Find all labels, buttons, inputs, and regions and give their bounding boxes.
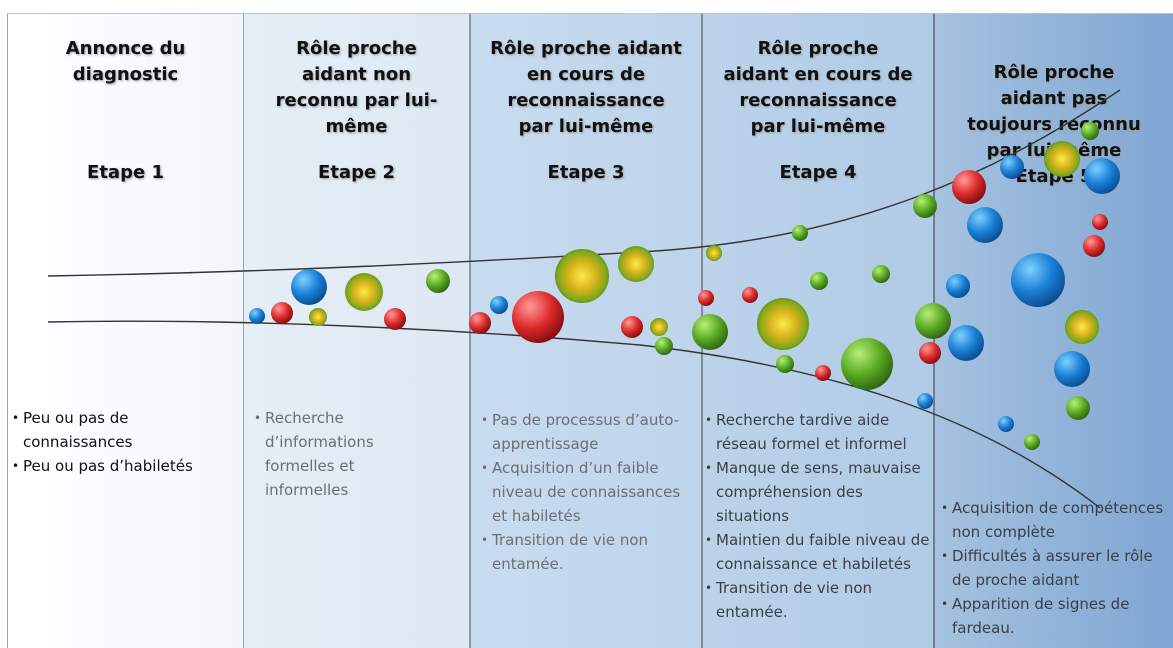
bubble: [621, 316, 643, 338]
bullet-item: Manque de sens, mauvaise compréhension d…: [705, 456, 933, 528]
column-step-label: Etape 4: [779, 162, 857, 183]
bubble: [792, 225, 808, 241]
column-title: Rôle proche aidant en cours de reconnais…: [490, 38, 682, 137]
column-title: Annonce du diagnostic: [65, 38, 186, 85]
bullet-item: Peu ou pas d’habiletés: [12, 454, 240, 478]
column-title: Rôle proche aidant en cours de reconnais…: [723, 38, 913, 137]
column-title: Rôle proche aidant non reconnu par lui- …: [275, 38, 438, 137]
bubble: [1024, 434, 1040, 450]
bubble: [291, 269, 327, 305]
bubble: [249, 308, 265, 324]
column-bullets: Acquisition de compétences non complète …: [941, 496, 1169, 640]
bubble: [650, 318, 668, 336]
column-bullets: Recherche d’informations formelles et in…: [254, 406, 404, 502]
bubble: [655, 337, 673, 355]
top-border: [7, 13, 1173, 14]
bubble: [948, 325, 984, 361]
column-step-label: Etape 3: [547, 162, 625, 183]
column-etape-4: Rôle proche aidant en cours de reconnais…: [703, 14, 935, 648]
bullet-item: Peu ou pas de connaissances: [12, 406, 240, 454]
bubble: [1081, 122, 1099, 140]
bubble: [815, 365, 831, 381]
bubble: [490, 296, 508, 314]
bullet-item: Transition de vie non entamée.: [705, 576, 933, 624]
bubble: [698, 290, 714, 306]
bubble: [1054, 351, 1090, 387]
bubble: [469, 312, 491, 334]
bubble: [917, 393, 933, 409]
bubble: [345, 273, 383, 311]
bubble: [872, 265, 890, 283]
bullet-item: Apparition de signes de fardeau.: [941, 592, 1169, 640]
bubble: [1000, 155, 1024, 179]
bubble: [512, 291, 564, 343]
bubble: [271, 302, 293, 324]
bubble: [309, 308, 327, 326]
bubble: [913, 194, 937, 218]
column-bullets: Recherche tardive aide réseau formel et …: [705, 408, 933, 624]
bubble: [1066, 396, 1090, 420]
bubble: [384, 308, 406, 330]
bullet-item: Acquisition de compétences non complète: [941, 496, 1169, 544]
bullet-item: Transition de vie non entamée.: [481, 528, 681, 576]
bubble: [915, 303, 951, 339]
bullet-item: Maintien du faible niveau de connaissanc…: [705, 528, 933, 576]
column-etape-2: Rôle proche aidant non reconnu par lui- …: [244, 14, 471, 648]
bullet-item: Difficultés à assurer le rôle de proche …: [941, 544, 1169, 592]
column-step-label: Etape 1: [87, 162, 164, 183]
bubble: [967, 207, 1003, 243]
bubble: [706, 245, 722, 261]
bubble: [1092, 214, 1108, 230]
bubble: [946, 274, 970, 298]
bubble: [952, 170, 986, 204]
bubble: [841, 338, 893, 390]
bullet-item: Acquisition d’un faible niveau de connai…: [481, 456, 681, 528]
bubble: [742, 287, 758, 303]
bubble: [1011, 253, 1065, 307]
bubble: [1044, 141, 1080, 177]
bubble: [1083, 235, 1105, 257]
bullet-item: Recherche d’informations formelles et in…: [254, 406, 404, 502]
bubbles: [249, 122, 1120, 450]
bullet-item: Pas de processus d’auto-apprentissage: [481, 408, 681, 456]
funnel-lower-curve: [47, 320, 1101, 509]
bubble: [810, 272, 828, 290]
column-bullets: Peu ou pas de connaissances Peu ou pas d…: [12, 406, 240, 478]
bubble: [692, 314, 728, 350]
column-bullets: Pas de processus d’auto-apprentissage Ac…: [481, 408, 681, 576]
bubble: [1084, 158, 1120, 194]
bubble: [1065, 310, 1099, 344]
bubble: [776, 355, 794, 373]
bubble: [426, 269, 450, 293]
column-step-label: Etape 2: [318, 162, 395, 183]
bubble: [618, 246, 654, 282]
left-border: [7, 14, 8, 648]
column-etape-3: Rôle proche aidant en cours de reconnais…: [471, 14, 703, 648]
bubble: [919, 342, 941, 364]
bubble: [757, 298, 809, 350]
bubble: [998, 416, 1014, 432]
bubble: [555, 249, 609, 303]
column-etape-1: Annonce du diagnostic Etape 1 Peu ou pas…: [8, 14, 244, 648]
bullet-item: Recherche tardive aide réseau formel et …: [705, 408, 933, 456]
